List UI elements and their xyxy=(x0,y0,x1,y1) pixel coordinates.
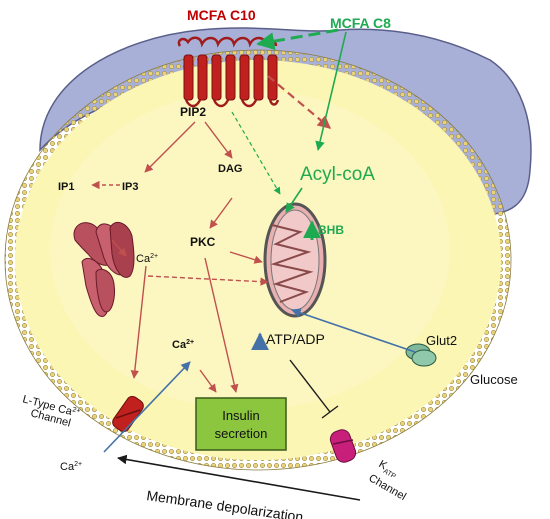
ca-influx-label: Ca2+ xyxy=(172,339,194,351)
blue-pathway-arrows xyxy=(103,308,416,453)
glut2-label: Glut2 xyxy=(426,333,457,348)
ca-cytosol-label: Ca2+ xyxy=(136,253,158,265)
mitochondrion xyxy=(263,202,327,318)
endoplasmic-reticulum xyxy=(73,221,135,317)
depolarization-arrow xyxy=(117,454,361,501)
katp-channel xyxy=(329,429,357,463)
bhb-label: BHB xyxy=(318,223,344,237)
mcfa-c8-label: MCFA C8 xyxy=(330,15,391,31)
glucose-label: Glucose xyxy=(470,372,518,387)
insulin-secretion-box xyxy=(195,397,287,451)
pip2-label: PIP2 xyxy=(180,105,206,119)
ip1-label: IP1 xyxy=(58,181,75,193)
glut2-transporter xyxy=(405,343,437,367)
green-pathway-arrows xyxy=(231,28,347,240)
l-type-calcium-channel xyxy=(112,395,144,433)
insulin-label-2: secretion xyxy=(215,426,268,441)
acyl-coa-label: Acyl-coA xyxy=(300,164,375,185)
dag-label: DAG xyxy=(218,163,242,175)
membrane-depolarization-label: Membrane depolarization xyxy=(146,487,305,519)
insulin-label-1: Insulin xyxy=(222,408,260,423)
mcfa-c10-label: MCFA C10 xyxy=(187,7,256,23)
ip3-label: IP3 xyxy=(122,181,139,193)
katp-inhibition xyxy=(289,359,339,419)
gpcr-receptor xyxy=(177,36,280,108)
pkc-label: PKC xyxy=(190,235,216,249)
red-pathway-arrows xyxy=(91,75,332,393)
ca-outside-label: Ca2+ xyxy=(60,461,82,473)
atp-adp-label: ATP/ADP xyxy=(266,331,325,347)
